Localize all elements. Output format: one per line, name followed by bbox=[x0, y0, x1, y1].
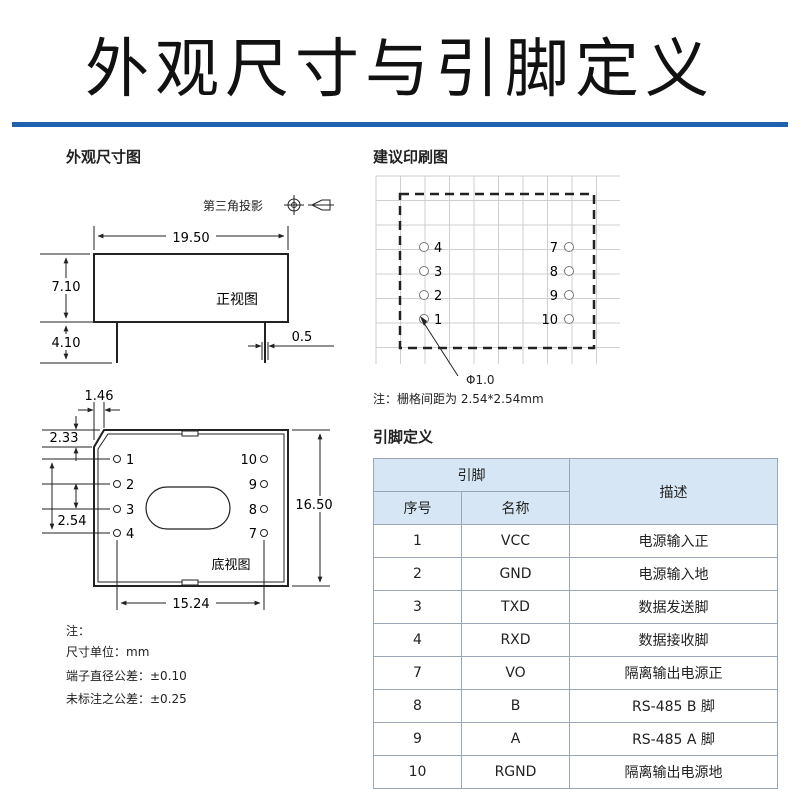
pin-desc-cell: 隔离输出电源地 bbox=[569, 755, 778, 789]
pad-hole bbox=[419, 242, 429, 252]
third-angle-projection-icon bbox=[284, 195, 334, 215]
pin-no-cell: 10 bbox=[373, 755, 462, 789]
pad-number: 9 bbox=[550, 289, 558, 304]
pcb-layout-drawing: 4 3 2 1 7 8 9 10 Φ1.0 bbox=[375, 175, 620, 386]
note-label: 注： bbox=[66, 624, 91, 638]
pin-no-cell: 2 bbox=[373, 557, 462, 591]
pin-no-cell: 1 bbox=[373, 524, 462, 558]
hole-diameter-label: Φ1.0 bbox=[466, 373, 495, 386]
front-view-label: 正视图 bbox=[216, 292, 258, 308]
pin-width-dim: 0.5 bbox=[292, 330, 313, 345]
pin-no-cell: 9 bbox=[373, 722, 462, 756]
pin-hole bbox=[113, 480, 121, 488]
pin-hole bbox=[113, 529, 121, 537]
pin-name-cell: A bbox=[461, 722, 570, 756]
pin-number: 9 bbox=[249, 478, 257, 493]
pin-desc-cell: 电源输入正 bbox=[569, 524, 778, 558]
pad-number: 3 bbox=[434, 265, 442, 280]
dimension-heading: 外观尺寸图 bbox=[66, 148, 142, 166]
pad-hole bbox=[564, 242, 574, 252]
bottom-pins: 1 2 3 4 10 9 8 7 bbox=[113, 453, 268, 542]
pin-hole bbox=[260, 455, 268, 463]
pin-name-cell: VO bbox=[461, 656, 570, 690]
pin-length-dim: 4.10 bbox=[52, 336, 81, 351]
pin-desc-cell: RS-485 B 脚 bbox=[569, 689, 778, 723]
note-pin-tolerance: 端子直径公差：±0.10 bbox=[66, 669, 187, 683]
pin-no-cell: 3 bbox=[373, 590, 462, 624]
pin-hole bbox=[260, 529, 268, 537]
pin-name-cell: GND bbox=[461, 557, 570, 591]
pad-number: 1 bbox=[434, 313, 442, 328]
pin-hole bbox=[260, 505, 268, 513]
desc-header: 描述 bbox=[569, 458, 778, 525]
pin-desc-cell: 数据接收脚 bbox=[569, 623, 778, 657]
pin-number: 1 bbox=[126, 453, 134, 468]
pin-hole bbox=[113, 455, 121, 463]
pin-name-cell: B bbox=[461, 689, 570, 723]
pin-hole bbox=[260, 480, 268, 488]
grid-note: 注：栅格间距为 2.54*2.54mm bbox=[373, 392, 544, 406]
dimension-drawing: 第三角投影 19.50 7.10 4.10 0.5 正视图 bbox=[40, 195, 340, 612]
pin-group-header: 引脚 bbox=[373, 458, 570, 492]
pad-hole bbox=[564, 266, 574, 276]
projection-label: 第三角投影 bbox=[203, 198, 263, 213]
row-spacing-dim: 15.24 bbox=[172, 597, 209, 612]
pin-desc-cell: RS-485 A 脚 bbox=[569, 722, 778, 756]
pin-name-cell: VCC bbox=[461, 524, 570, 558]
front-view: 19.50 7.10 4.10 0.5 正视图 bbox=[40, 226, 334, 364]
pin-definition-heading: 引脚定义 bbox=[373, 428, 434, 446]
pad-hole bbox=[564, 314, 574, 324]
note-general-tolerance: 未标注之公差：±0.25 bbox=[66, 692, 187, 706]
pad-hole bbox=[419, 290, 429, 300]
title-divider bbox=[12, 122, 788, 127]
pin-no-cell: 7 bbox=[373, 656, 462, 690]
pin-desc-cell: 电源输入地 bbox=[569, 557, 778, 591]
layout-heading: 建议印刷图 bbox=[373, 148, 449, 166]
pin-no-cell: 4 bbox=[373, 623, 462, 657]
pin-number: 4 bbox=[126, 527, 134, 542]
offset-x-dim: 1.46 bbox=[85, 389, 114, 404]
front-width-dim: 19.50 bbox=[172, 231, 209, 246]
pitch-dim: 2.54 bbox=[58, 514, 87, 529]
pin-number: 3 bbox=[126, 503, 134, 518]
pad-number: 7 bbox=[550, 241, 558, 256]
pin-number: 8 bbox=[249, 503, 257, 518]
pin-number: 7 bbox=[249, 527, 257, 542]
pin-name-cell: TXD bbox=[461, 590, 570, 624]
offset-y-dim: 2.33 bbox=[50, 431, 79, 446]
pin-name-cell: RXD bbox=[461, 623, 570, 657]
pin-hole bbox=[113, 505, 121, 513]
pad-number: 10 bbox=[541, 313, 558, 328]
pad-number: 2 bbox=[434, 289, 442, 304]
page-title: 外观尺寸与引脚定义 bbox=[85, 33, 715, 107]
front-height-dim: 7.10 bbox=[52, 280, 81, 295]
pad-number: 8 bbox=[550, 265, 558, 280]
bottom-height-dim: 16.50 bbox=[295, 498, 332, 513]
pad-number: 4 bbox=[434, 241, 442, 256]
note-unit: 尺寸单位：mm bbox=[66, 645, 150, 659]
pad-hole bbox=[564, 290, 574, 300]
pin-desc-cell: 隔离输出电源正 bbox=[569, 656, 778, 690]
pin-name-cell: RGND bbox=[461, 755, 570, 789]
pin-desc-cell: 数据发送脚 bbox=[569, 590, 778, 624]
name-header: 名称 bbox=[461, 491, 570, 525]
no-header: 序号 bbox=[373, 491, 462, 525]
bottom-view-label: 底视图 bbox=[211, 557, 250, 573]
pin-number: 10 bbox=[240, 453, 257, 468]
pin-number: 2 bbox=[126, 478, 134, 493]
bottom-view: 1.46 2.33 2.54 16.50 15.24 底视图 bbox=[42, 389, 340, 612]
pad-hole bbox=[419, 266, 429, 276]
pin-no-cell: 8 bbox=[373, 689, 462, 723]
